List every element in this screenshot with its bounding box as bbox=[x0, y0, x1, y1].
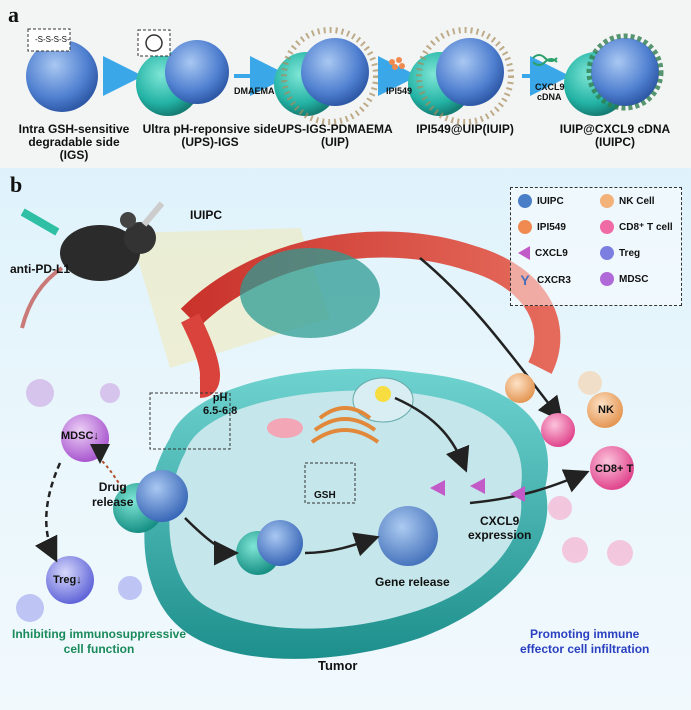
igs-inset-text: -S-S-S-S- bbox=[35, 35, 70, 44]
step-1-label: Intra GSH-sensitive degradable side (IGS… bbox=[18, 122, 130, 162]
ups-igs-particle bbox=[136, 29, 229, 116]
arrow-to-mdsc bbox=[90, 443, 126, 494]
ups-inset-box bbox=[137, 29, 171, 57]
treg-label: Treg↓ bbox=[53, 574, 82, 586]
nk-cell-icon bbox=[600, 194, 614, 208]
arrow-to-cd8 bbox=[469, 469, 590, 505]
iuipc-particle bbox=[564, 33, 664, 116]
cd8-cell-small bbox=[541, 413, 575, 447]
ipi549-icon bbox=[518, 220, 532, 234]
arrow-expression bbox=[394, 396, 470, 473]
ipi549-dots bbox=[389, 57, 405, 70]
mouse-illustration bbox=[20, 201, 165, 329]
anti-pd-l1-label: anti-PD-L1 bbox=[10, 262, 70, 276]
nk-label: NK bbox=[598, 404, 614, 416]
step-4-label: IPI549@UIP(IUIP) bbox=[416, 122, 514, 136]
iuipc-icon bbox=[518, 194, 532, 208]
arrow-label-dmaema: DMAEMA bbox=[234, 86, 275, 96]
cd8-label: CD8+ T bbox=[595, 463, 634, 475]
cdna-helix bbox=[532, 54, 558, 66]
particle-drug-release bbox=[113, 470, 188, 533]
arrow-label-cdna: cDNA bbox=[537, 92, 562, 102]
nk-cell-small bbox=[505, 373, 535, 403]
treg-icon bbox=[600, 246, 614, 260]
tumor-mass bbox=[240, 248, 380, 338]
panel-b-letter: b bbox=[10, 172, 23, 197]
legend-ipi549: IPI549 bbox=[518, 220, 566, 234]
nucleolus bbox=[375, 386, 391, 402]
cd8-cell bbox=[590, 446, 634, 490]
gsh-label: GSH bbox=[314, 490, 336, 501]
arrow-label-ipi549: IPI549 bbox=[386, 86, 413, 96]
iuip-particle bbox=[408, 27, 514, 125]
arrow-mdsc-to-treg bbox=[34, 462, 62, 563]
legend-iuipc: IUIPC bbox=[518, 194, 564, 208]
igs-inset-box bbox=[27, 28, 71, 52]
arrow-to-release bbox=[304, 532, 380, 557]
gene-release-label: Gene release bbox=[375, 575, 450, 589]
cxcl9-icon bbox=[518, 246, 530, 260]
panel-a-letter: a bbox=[8, 2, 19, 27]
golgi bbox=[310, 406, 380, 444]
arrow-recruitment bbox=[419, 257, 564, 422]
legend-cxcl9: CXCL9 bbox=[518, 246, 568, 260]
particle-gene-release bbox=[378, 506, 438, 566]
nk-cell bbox=[587, 392, 623, 428]
mitochondrion bbox=[267, 418, 303, 438]
tumor-label: Tumor bbox=[318, 658, 358, 673]
arrow-uptake bbox=[184, 517, 239, 566]
legend-cd8: CD8⁺ T cell bbox=[600, 220, 673, 234]
syringe-anti-pd-l1 bbox=[20, 208, 60, 236]
particle-internalized bbox=[236, 520, 303, 575]
cd8-cell-icon bbox=[600, 220, 614, 234]
legend bbox=[510, 187, 682, 306]
mdsc-icon bbox=[600, 272, 614, 286]
gsh-inset-box bbox=[304, 462, 356, 504]
step-5-label: IUIP@CXCL9 cDNA (IUIPC) bbox=[559, 122, 671, 149]
legend-mdsc: MDSC bbox=[600, 272, 648, 286]
ph-inset-box bbox=[149, 392, 231, 450]
cxcr3-icon: Y bbox=[520, 272, 530, 288]
igs-particle bbox=[26, 28, 98, 112]
arrow-label-cxcl9: CXCL9 bbox=[535, 82, 565, 92]
step-3-label: UPS-IGS-PDMAEMA (UIP) bbox=[277, 122, 393, 149]
mdsc-label: MDSC↓ bbox=[61, 430, 99, 442]
blood-vessel-branch bbox=[181, 313, 220, 398]
treg-cell bbox=[46, 556, 94, 604]
step-2-label: Ultra pH-reponsive side (UPS)-IGS bbox=[142, 122, 278, 149]
legend-treg: Treg bbox=[600, 246, 640, 260]
uip-particle bbox=[274, 27, 379, 125]
mouse-injection-label: IUIPC bbox=[190, 208, 223, 222]
legend-nk: NK Cell bbox=[600, 194, 655, 208]
panel-a-graphics bbox=[26, 27, 664, 125]
panel-b-graphics bbox=[16, 201, 634, 659]
